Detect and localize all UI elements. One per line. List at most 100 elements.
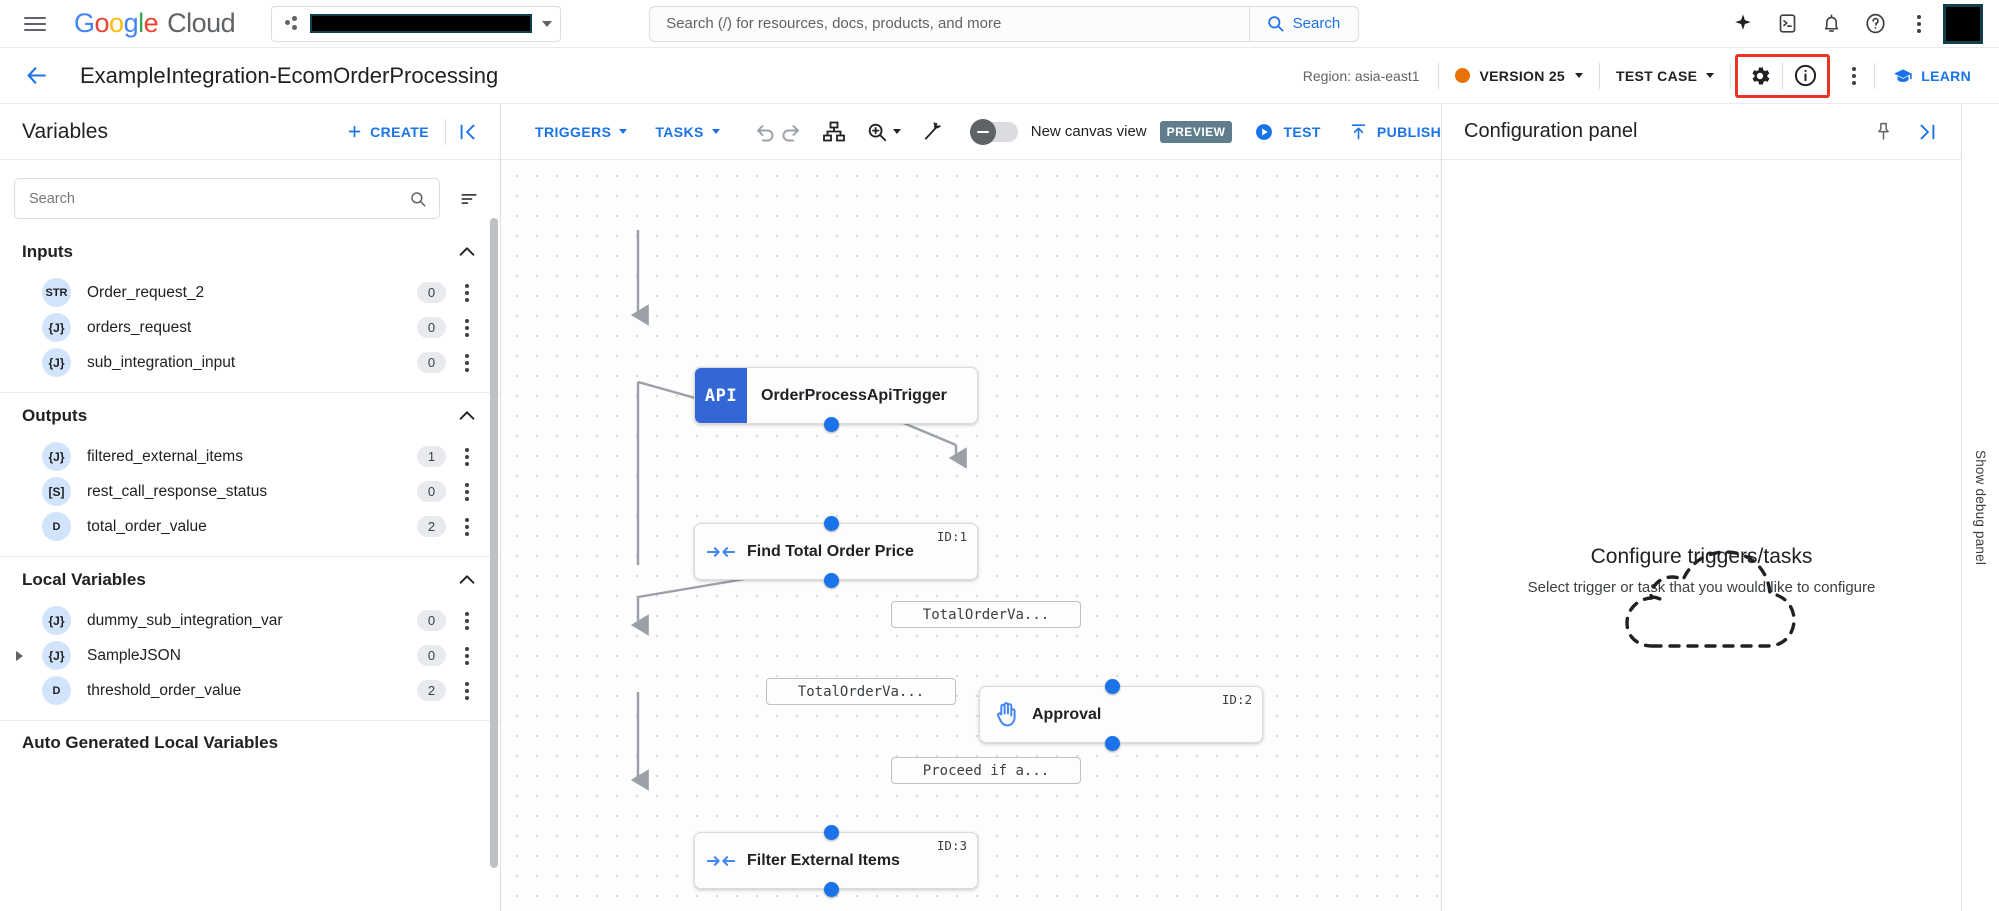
edge-label[interactable]: Proceed if a... [891,757,1081,784]
node-input-port[interactable] [824,516,839,531]
variables-group-auto-generated[interactable]: Auto Generated Local Variables [0,721,500,765]
variables-group-local[interactable]: Local Variables [0,557,500,603]
more-vert-icon[interactable] [1899,4,1939,44]
triggers-label: TRIGGERS [535,123,612,140]
auto-layout-button[interactable] [822,112,846,152]
test-case-selector[interactable]: TEST CASE [1600,68,1730,84]
sidebar-scrollbar[interactable] [490,218,498,868]
flow-node-filter-external-items[interactable]: Filter External Items ID:3 [694,832,978,889]
tasks-menu[interactable]: TASKS [641,124,733,140]
chevron-down-icon [892,129,901,134]
variable-count: 1 [417,446,446,467]
node-input-port[interactable] [1105,679,1120,694]
zoom-button[interactable] [866,112,901,152]
version-label: VERSION 25 [1479,67,1565,84]
list-item[interactable]: {J} sub_integration_input 0 [0,345,500,380]
toggle-label: New canvas view [1030,123,1147,140]
chevron-down-icon [542,20,553,27]
edge-label[interactable]: TotalOrderVa... [766,678,956,705]
variables-group-outputs[interactable]: Outputs [0,393,500,439]
node-output-port[interactable] [824,882,839,897]
triggers-menu[interactable]: TRIGGERS [521,124,641,140]
variable-menu-icon[interactable] [456,513,478,541]
variable-name: filtered_external_items [87,447,243,465]
variable-menu-icon[interactable] [456,607,478,635]
variable-menu-icon[interactable] [456,677,478,705]
divider [1730,62,1732,89]
search-input[interactable] [650,6,1249,41]
undo-button[interactable] [754,112,778,152]
pin-button[interactable] [1863,112,1903,152]
variable-type-badge: {J} [42,442,71,471]
settings-button[interactable] [1738,57,1782,95]
list-item[interactable]: {J} orders_request 0 [0,310,500,345]
auto-layout-icon [822,121,845,141]
node-output-port[interactable] [824,417,839,432]
publish-button[interactable]: PUBLISH [1335,122,1441,141]
info-button[interactable] [1783,57,1827,95]
collapse-sidebar-button[interactable] [446,112,490,152]
variable-menu-icon[interactable] [456,349,478,377]
chevron-up-icon[interactable] [456,569,478,591]
hamburger-icon[interactable] [18,7,52,41]
variable-menu-icon[interactable] [456,478,478,506]
divider [1599,62,1600,89]
variables-group-inputs[interactable]: Inputs [0,229,500,275]
node-output-port[interactable] [824,573,839,588]
variable-menu-icon[interactable] [456,642,478,670]
flow-node-order-process-api-trigger[interactable]: API OrderProcessApiTrigger [694,367,978,424]
cloud-shell-icon[interactable] [1767,4,1807,44]
flow-node-find-total-order-price[interactable]: Find Total Order Price ID:1 [694,523,978,580]
help-icon[interactable] [1855,4,1895,44]
flow-canvas[interactable]: API OrderProcessApiTrigger Find Total Or… [501,160,1441,911]
more-options-button[interactable] [1834,56,1874,96]
project-selector[interactable] [271,5,562,42]
redo-button[interactable] [778,112,802,152]
collapse-panel-button[interactable] [1907,112,1947,152]
preview-badge: PREVIEW [1159,120,1233,143]
toggle-switch[interactable] [969,118,1018,145]
test-button[interactable]: TEST [1240,122,1334,142]
variable-menu-icon[interactable] [456,314,478,342]
show-debug-panel-rail[interactable]: Show debug panel [1961,104,1999,911]
magic-wand-button[interactable] [921,112,944,152]
chevron-up-icon[interactable] [456,405,478,427]
global-search[interactable]: Search [649,5,1360,42]
global-header: Google Cloud Search [0,0,1999,48]
list-item[interactable]: {J} dummy_sub_integration_var 0 [0,603,500,638]
gemini-sparkle-icon[interactable] [1723,4,1763,44]
zoom-in-icon [868,123,886,141]
variables-search-input[interactable] [29,190,409,207]
highlighted-actions-group [1735,53,1831,98]
flow-node-approval[interactable]: Approval ID:2 [979,686,1263,743]
variables-list: Inputs STR Order_request_2 0 {J} orders_… [0,160,500,911]
expand-variable-icon[interactable] [8,650,30,661]
list-item[interactable]: {J} filtered_external_items 1 [0,439,500,474]
list-item[interactable]: [S] rest_call_response_status 0 [0,474,500,509]
search-button[interactable]: Search [1248,6,1359,41]
configuration-panel-header: Configuration panel [1442,104,1961,160]
variable-menu-icon[interactable] [456,443,478,471]
back-button[interactable] [16,56,56,96]
chevron-up-icon[interactable] [456,241,478,263]
google-cloud-logo[interactable]: Google Cloud [74,8,236,38]
node-output-port[interactable] [1105,736,1120,751]
version-selector[interactable]: VERSION 25 [1439,68,1599,84]
sort-button[interactable] [454,184,484,214]
new-canvas-view-toggle[interactable]: New canvas view PREVIEW [964,118,1241,145]
variables-sidebar: Variables CREATE [0,104,501,911]
create-variable-button[interactable]: CREATE [330,123,445,140]
variable-menu-icon[interactable] [456,279,478,307]
list-item[interactable]: D threshold_order_value 2 [0,673,500,708]
notifications-bell-icon[interactable] [1811,4,1851,44]
edge-label[interactable]: TotalOrderVa... [891,601,1081,628]
variable-name: threshold_order_value [87,681,242,699]
list-item[interactable]: STR Order_request_2 0 [0,275,500,310]
node-input-port[interactable] [824,825,839,840]
publish-label: PUBLISH [1376,123,1441,140]
learn-button[interactable]: LEARN [1875,66,1985,86]
variables-search-box[interactable] [14,178,440,219]
avatar[interactable] [1943,3,1983,44]
list-item[interactable]: {J} SampleJSON 0 [0,638,500,673]
list-item[interactable]: D total_order_value 2 [0,509,500,544]
